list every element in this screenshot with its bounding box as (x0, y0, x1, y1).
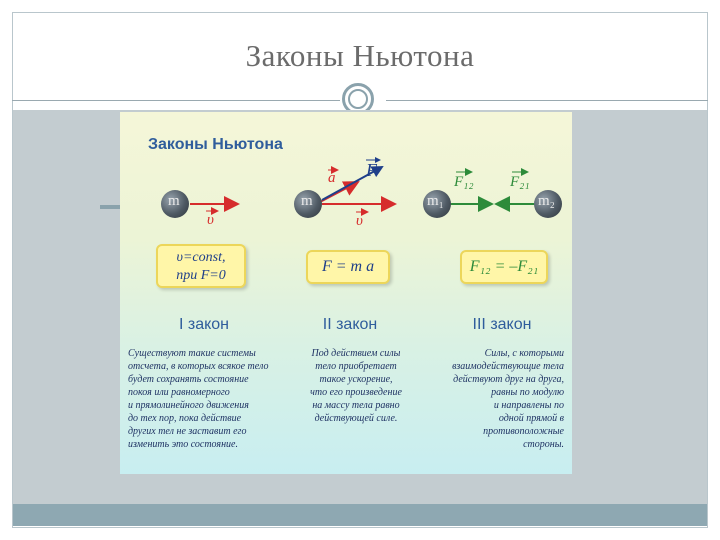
law2-text: Под действием силы тело приобретает тако… (310, 348, 402, 424)
title-divider-left (12, 100, 340, 101)
force21-label: F₂₁ (510, 174, 530, 190)
newton-laws-figure: Законы Ньютона m υ (120, 112, 572, 474)
law1-text: Существуют такие системы отсчета, в кото… (128, 348, 269, 450)
law1-formula-box: υ=const, при F=0 (156, 244, 246, 288)
figure-title: Законы Ньютона (148, 136, 283, 153)
mass2-ball (534, 190, 562, 218)
velocity-label-2: υ (356, 213, 363, 229)
accent-dash (100, 205, 120, 209)
slide-title: Законы Ньютона (245, 38, 475, 73)
mass-label-2: m (301, 193, 313, 209)
force-label: F (366, 160, 377, 180)
law3-formula-box: F₁₂ = –F₂₁ (460, 250, 548, 284)
mass1-label: m₁ (427, 193, 444, 209)
mass1-ball (423, 190, 451, 218)
title-divider-right (386, 100, 708, 101)
law2-label: II закон (322, 316, 378, 333)
acceleration-label: a (328, 170, 336, 186)
mass2-label: m₂ (538, 193, 555, 209)
ring-ornament-icon (342, 83, 374, 115)
footer-bar (13, 504, 707, 526)
mass-ball-2 (294, 190, 322, 218)
law3-text: Силы, с которыми взаимодействующие тела … (452, 348, 564, 450)
mass-label: m (168, 193, 180, 209)
law1-formula-line1: υ=const, (176, 250, 226, 265)
mass-ball (161, 190, 189, 218)
law2-formula-box: F = m a (306, 250, 390, 284)
law1-formula-line2: при F=0 (176, 268, 226, 283)
velocity-label: υ (207, 212, 214, 228)
law1-label: I закон (178, 316, 230, 333)
vector-arrows (190, 157, 536, 216)
law3-label: III закон (472, 316, 532, 333)
force-arrow (321, 166, 384, 201)
force12-label: F₁₂ (454, 174, 474, 190)
